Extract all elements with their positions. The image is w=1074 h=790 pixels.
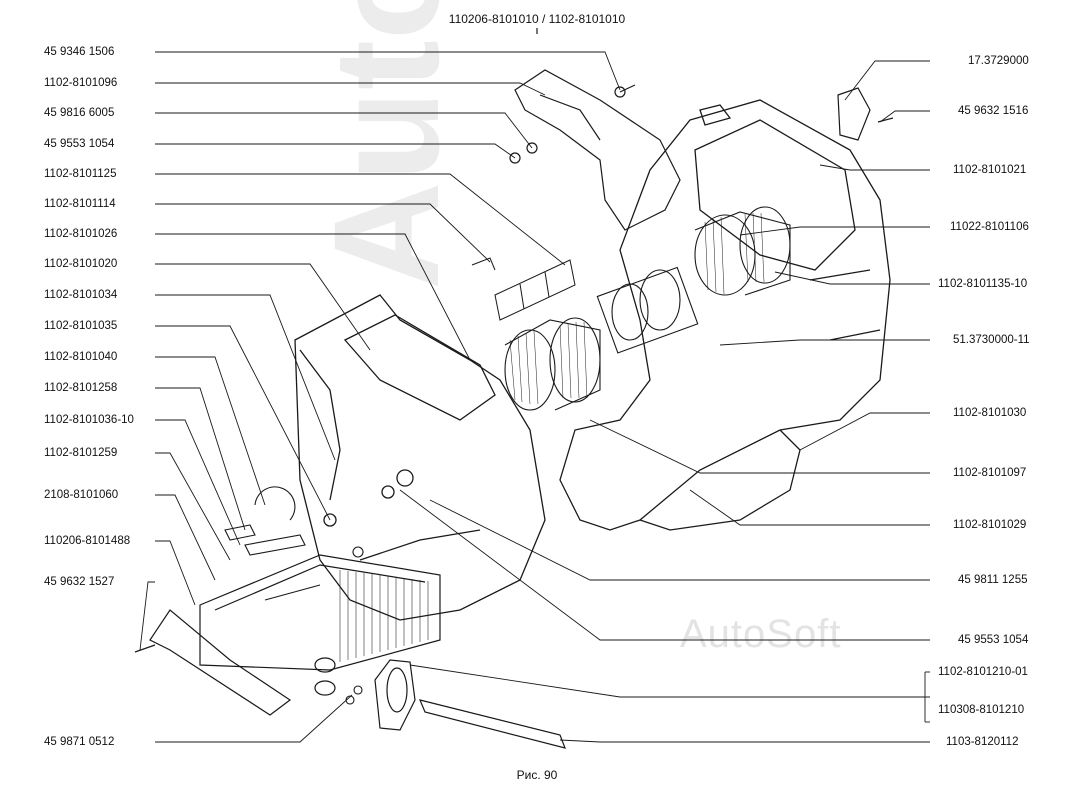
callout-right-5: 1102-8101135-10 (938, 278, 1028, 290)
callout-left-8: 1102-8101020 (44, 258, 118, 270)
callout-right-4: 11022-8101106 (950, 221, 1029, 233)
callout-right-9: 1102-8101029 (953, 519, 1027, 531)
callout-right-1: 17.3729000 (968, 55, 1029, 67)
callout-left-17: 45 9632 1527 (44, 576, 115, 588)
callout-right-6: 51.3730000-11 (953, 334, 1030, 346)
callout-right-14: 1103-8120112 (946, 736, 1019, 748)
callout-right-13: 110308-8101210 (938, 704, 1025, 716)
callout-left-15: 2108-8101060 (44, 489, 119, 501)
heater-core (199, 554, 441, 696)
callout-left-18: 45 9871 0512 (44, 736, 115, 748)
callout-left-5: 1102-8101125 (44, 168, 117, 180)
figure-caption: Рис. 90 (516, 768, 558, 782)
callout-left-13: 1102-8101036-10 (44, 414, 134, 426)
heater-housing-left (294, 294, 546, 621)
side-clip (837, 87, 894, 141)
watermark: AutoSoft (680, 612, 842, 656)
leader-lines-left (139, 51, 621, 743)
callout-right-12: 1102-8101210-01 (938, 666, 1028, 678)
callout-left-7: 1102-8101026 (44, 228, 118, 240)
heater-housing-right (559, 99, 891, 531)
callout-left-12: 1102-8101258 (44, 382, 118, 394)
cabin-filter (471, 257, 576, 321)
callout-left-14: 1102-8101259 (44, 447, 118, 459)
linkage-rods (224, 486, 364, 705)
grommet-and-hose (374, 659, 566, 749)
top-bracket (509, 69, 681, 231)
callout-right-11: 45 9553 1054 (958, 634, 1029, 646)
callout-right-2: 45 9632 1516 (958, 105, 1029, 117)
callout-right-7: 1102-8101030 (953, 407, 1027, 419)
leader-lines-right (399, 60, 930, 743)
callout-left-2: 1102-8101096 (44, 77, 118, 89)
callout-right-8: 1102-8101097 (953, 467, 1027, 479)
callout-left-16: 110206-8101488 (44, 535, 131, 547)
callout-left-11: 1102-8101040 (44, 351, 118, 363)
callout-left-10: 1102-8101035 (44, 320, 118, 332)
blower-assembly (504, 206, 791, 411)
callout-left-4: 45 9553 1054 (44, 138, 115, 150)
callout-right-3: 1102-8101021 (953, 164, 1027, 176)
callout-right-10: 45 9811 1255 (958, 574, 1028, 586)
callout-left-9: 1102-8101034 (44, 289, 118, 301)
callout-left-6: 1102-8101114 (44, 198, 116, 210)
callout-left-1: 45 9346 1506 (44, 46, 115, 58)
retaining-strap (134, 609, 292, 716)
diagram-title: 110206-8101010 / 1102-8101010 (448, 12, 626, 26)
callout-left-3: 45 9816 6005 (44, 107, 115, 119)
